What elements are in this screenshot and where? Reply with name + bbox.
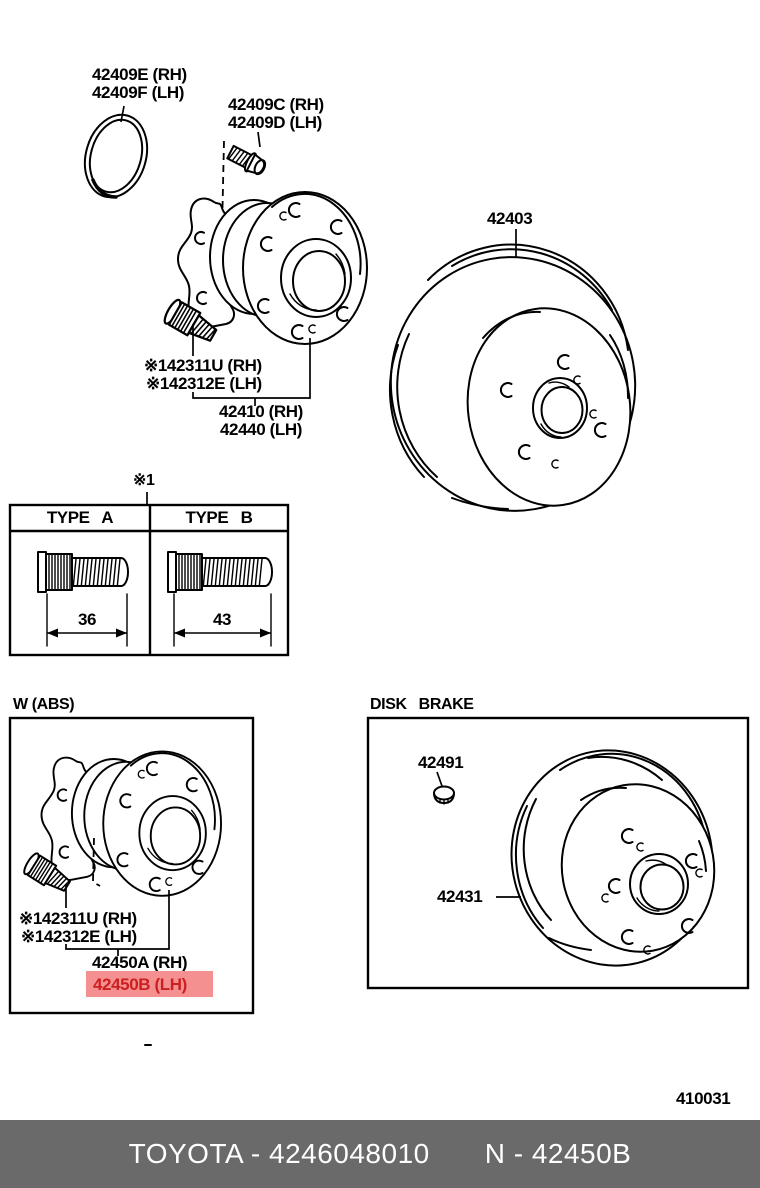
parts-line-art	[8, 105, 750, 1046]
footer-bar: TOYOTA - 4246048010 N - 42450B	[0, 1120, 760, 1188]
abs-hub-label-rh: 42450A (RH)	[92, 953, 188, 972]
wheel-stud-label-lh: ※142312E (LH)	[146, 374, 262, 393]
abs-wheel-stud-label-rh: ※142311U (RH)	[19, 909, 137, 928]
hub-bolt-leader-line	[257, 131, 261, 148]
abs-section-drawing	[8, 716, 255, 1015]
abs-hub-label-lh-highlight: 42450B (LH)	[86, 971, 213, 997]
cap-nut-label: 42491	[418, 753, 464, 772]
footer-catalog-number: TOYOTA - 4246048010	[128, 1138, 430, 1169]
oring-label-lh: 42409F (LH)	[92, 83, 184, 102]
type-b-stud-drawing	[167, 551, 273, 593]
dimension-lines	[46, 593, 272, 647]
disk-brake-section-drawing	[366, 716, 750, 990]
wheel-stud-label-rh: ※142311U (RH)	[144, 356, 262, 375]
oring-leader-line	[120, 105, 125, 123]
cap-nut-drawing	[433, 785, 455, 805]
abs-wheel-stud-label-lh: ※142312E (LH)	[21, 927, 137, 946]
stud-length-a: 36	[77, 610, 97, 629]
table-header-type-b: TYPE B	[185, 508, 253, 527]
disc-rotor-drawing	[510, 749, 716, 967]
note-ref-label: ※1	[133, 472, 155, 489]
abs-hub-label-lh: 42450B (LH)	[93, 975, 187, 994]
stud-length-b: 43	[212, 610, 232, 629]
oring-label-rh: 42409E (RH)	[92, 65, 187, 84]
abs-section-title: W (ABS)	[13, 696, 75, 713]
disk-brake-section-title: DISK BRAKE	[370, 696, 474, 713]
table-header-type-a: TYPE A	[46, 508, 114, 527]
footer-part-ref: N - 42450B	[484, 1138, 632, 1169]
oring-drawing	[83, 113, 149, 199]
axle-hub-label-lh: 42440 (LH)	[220, 420, 302, 439]
abs-hub-assembly-drawing	[40, 750, 223, 897]
hub-bolt-label-rh: 42409C (RH)	[228, 95, 324, 114]
disc-rotor-label: 42431	[437, 887, 483, 906]
type-a-stud-drawing	[37, 551, 129, 593]
hub-bolt-drawing	[224, 142, 270, 180]
brake-drum-drawing	[389, 243, 637, 512]
hub-bolt-label-lh: 42409D (LH)	[228, 113, 322, 132]
axle-hub-label-rh: 42410 (RH)	[219, 402, 303, 421]
stud-type-table	[8, 503, 290, 657]
figure-code: 410031	[676, 1089, 731, 1108]
stud-label-bracket	[192, 324, 311, 406]
brake-drum-label: 42403	[487, 209, 533, 228]
